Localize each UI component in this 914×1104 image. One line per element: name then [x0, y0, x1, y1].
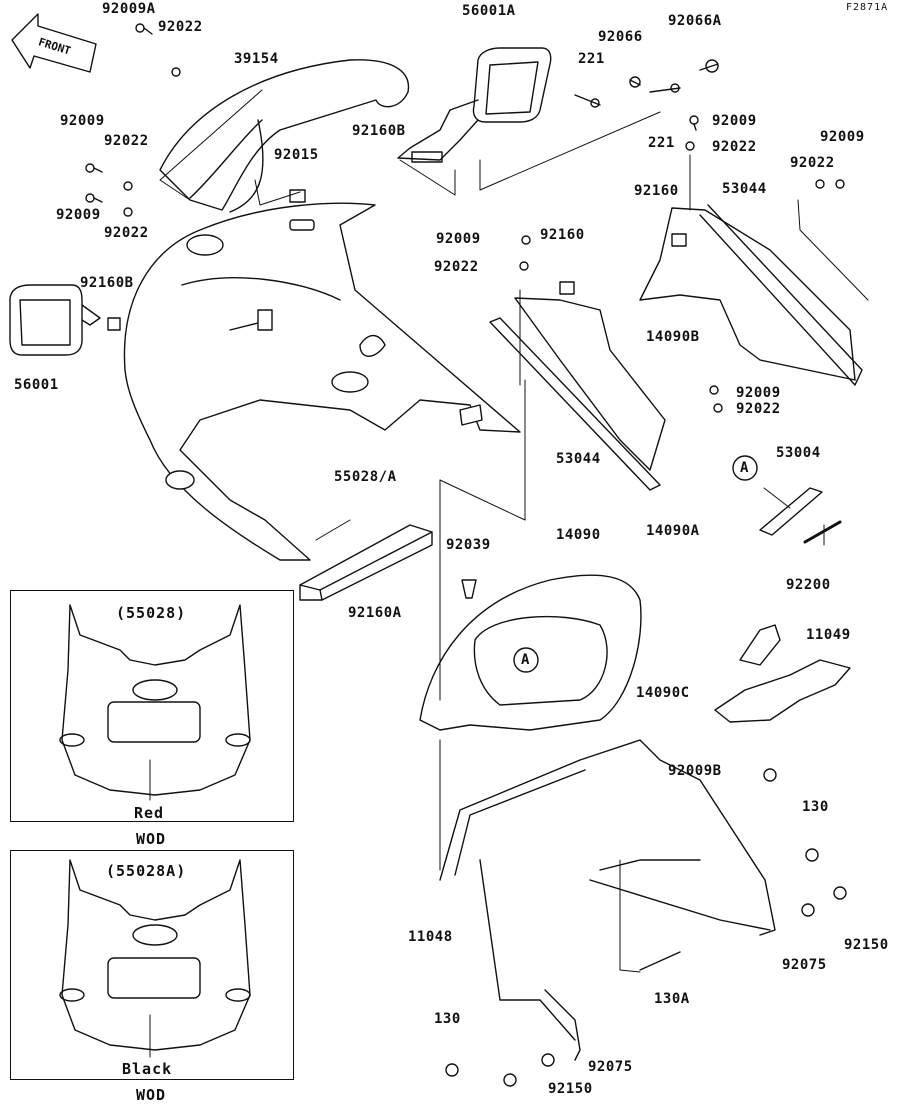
part-label-130A: 130A	[654, 991, 690, 1007]
variant-note: WOD	[136, 830, 167, 848]
part-label-92009: 92009	[712, 113, 757, 129]
part-label-92075: 92075	[588, 1059, 633, 1075]
callout-a-circle-1	[732, 455, 758, 481]
part-label-92009: 92009	[60, 113, 105, 129]
variant-box-red	[10, 590, 294, 822]
part-label-39154: 39154	[234, 51, 279, 67]
part-label-92160A: 92160A	[348, 605, 402, 621]
part-label-92160: 92160	[540, 227, 585, 243]
part-label-92009: 92009	[436, 231, 481, 247]
part-label-92009: 92009	[56, 207, 101, 223]
part-label-92022: 92022	[712, 139, 757, 155]
variant-note: WOD	[136, 1086, 167, 1104]
part-label-92022: 92022	[790, 155, 835, 171]
variant-color: Red	[134, 804, 165, 822]
part-label-92022: 92022	[104, 133, 149, 149]
panel-14090C-part	[714, 659, 851, 723]
part-label-92150: 92150	[844, 937, 889, 953]
part-label-92066A: 92066A	[668, 13, 722, 29]
inner-panel-right-part	[639, 204, 863, 386]
part-label-56001A: 56001A	[462, 3, 516, 19]
small-fasteners	[85, 23, 847, 1087]
part-label-92160: 92160	[634, 183, 679, 199]
windscreen-part	[159, 59, 410, 213]
part-label-14090B: 14090B	[646, 329, 700, 345]
part-label-130: 130	[434, 1011, 461, 1027]
foam-strip-part	[299, 524, 433, 601]
variant-code: (55028A)	[106, 862, 187, 880]
part-label-14090C: 14090C	[636, 685, 690, 701]
front-arrow-icon	[11, 13, 97, 73]
part-label-92022: 92022	[158, 19, 203, 35]
callout-a-label: A	[740, 460, 749, 476]
reference-code: F2871A	[846, 2, 889, 13]
part-label-92160B: 92160B	[80, 275, 134, 291]
part-label-92160B: 92160B	[352, 123, 406, 139]
part-label-55028-a: 55028/A	[334, 469, 397, 485]
part-label-92150: 92150	[548, 1081, 593, 1097]
part-label-11048: 11048	[408, 929, 453, 945]
part-label-92039: 92039	[446, 537, 491, 553]
inner-panel-left-part	[489, 297, 666, 491]
part-label-130: 130	[802, 799, 829, 815]
part-label-92200: 92200	[786, 577, 831, 593]
left-mirror-part	[9, 284, 101, 356]
part-label-92075: 92075	[782, 957, 827, 973]
part-label-92022: 92022	[434, 259, 479, 275]
part-label-221: 221	[648, 135, 675, 151]
part-label-92022: 92022	[736, 401, 781, 417]
part-label-92009: 92009	[736, 385, 781, 401]
part-label-56001: 56001	[14, 377, 59, 393]
stay-frame-part	[439, 739, 776, 1061]
variant-box-black	[10, 850, 294, 1080]
part-label-11049: 11049	[806, 627, 851, 643]
part-92200	[803, 520, 842, 544]
upper-cowl-part	[123, 202, 521, 561]
part-label-92022: 92022	[104, 225, 149, 241]
part-label-92009A: 92009A	[102, 1, 156, 17]
part-label-92009: 92009	[820, 129, 865, 145]
right-mirror-part	[397, 47, 552, 161]
part-label-53044: 53044	[556, 451, 601, 467]
bracket-11049-part	[739, 624, 781, 666]
part-label-92066: 92066	[598, 29, 643, 45]
part-label-53044: 53044	[722, 181, 767, 197]
part-label-92009B: 92009B	[668, 763, 722, 779]
part-label-14090: 14090	[556, 527, 601, 543]
part-label-92015: 92015	[274, 147, 319, 163]
callout-a-label: A	[521, 652, 530, 668]
variant-red-drawing	[59, 604, 251, 796]
part-label-53004: 53004	[776, 445, 821, 461]
callout-a-circle-2	[513, 647, 539, 673]
leader-lines	[159, 89, 869, 973]
part-label-14090A: 14090A	[646, 523, 700, 539]
variant-color: Black	[122, 1060, 173, 1078]
part-label-221: 221	[578, 51, 605, 67]
variant-code: (55028)	[116, 604, 187, 622]
variant-black-drawing	[59, 859, 251, 1051]
part-53004	[759, 487, 823, 536]
